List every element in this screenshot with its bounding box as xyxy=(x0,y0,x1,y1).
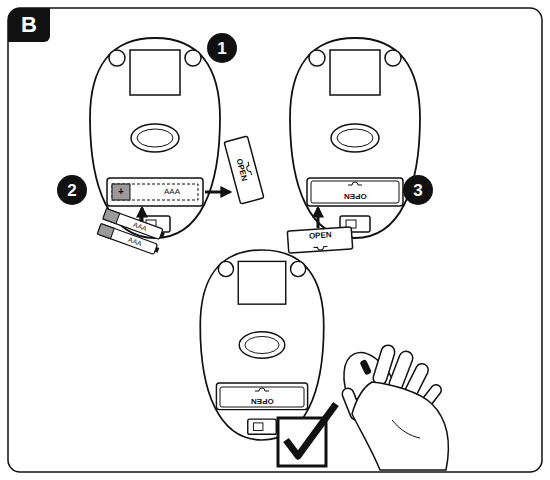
loose-cover xyxy=(287,227,352,253)
step-callout-number: 2 xyxy=(57,175,87,205)
cover-marking: OPEN xyxy=(343,192,368,200)
battery-marking: AAA xyxy=(126,236,143,248)
cover-marking: OPEN xyxy=(250,397,275,405)
hand-with-mouse xyxy=(332,344,448,470)
cover-marking: OPEN xyxy=(307,231,332,241)
cover-marking: OPEN xyxy=(234,157,248,183)
close-arrow xyxy=(317,208,320,228)
step-callout-number: 3 xyxy=(403,175,433,205)
battery-marking: + xyxy=(117,187,125,197)
callout-number: 2 xyxy=(67,182,76,199)
callout-number: 3 xyxy=(413,182,422,199)
battery-marking: AAA xyxy=(132,221,149,233)
panel-letter: B xyxy=(21,14,37,36)
panel-frame xyxy=(8,8,542,472)
battery-cover xyxy=(224,136,264,204)
battery-marking: AAA xyxy=(163,188,181,196)
mouse-bottom-open xyxy=(90,38,220,238)
check-mark xyxy=(278,404,336,466)
step-callout-number: 1 xyxy=(207,33,237,63)
aaa-batteries xyxy=(97,209,165,256)
remove-arrow xyxy=(205,191,230,194)
mouse-bottom-closing xyxy=(290,38,420,238)
callout-number: 1 xyxy=(217,40,226,57)
insert-arrow xyxy=(141,208,144,222)
panel-letter-tab: B xyxy=(8,8,50,42)
mouse-bottom-closed xyxy=(200,250,324,440)
